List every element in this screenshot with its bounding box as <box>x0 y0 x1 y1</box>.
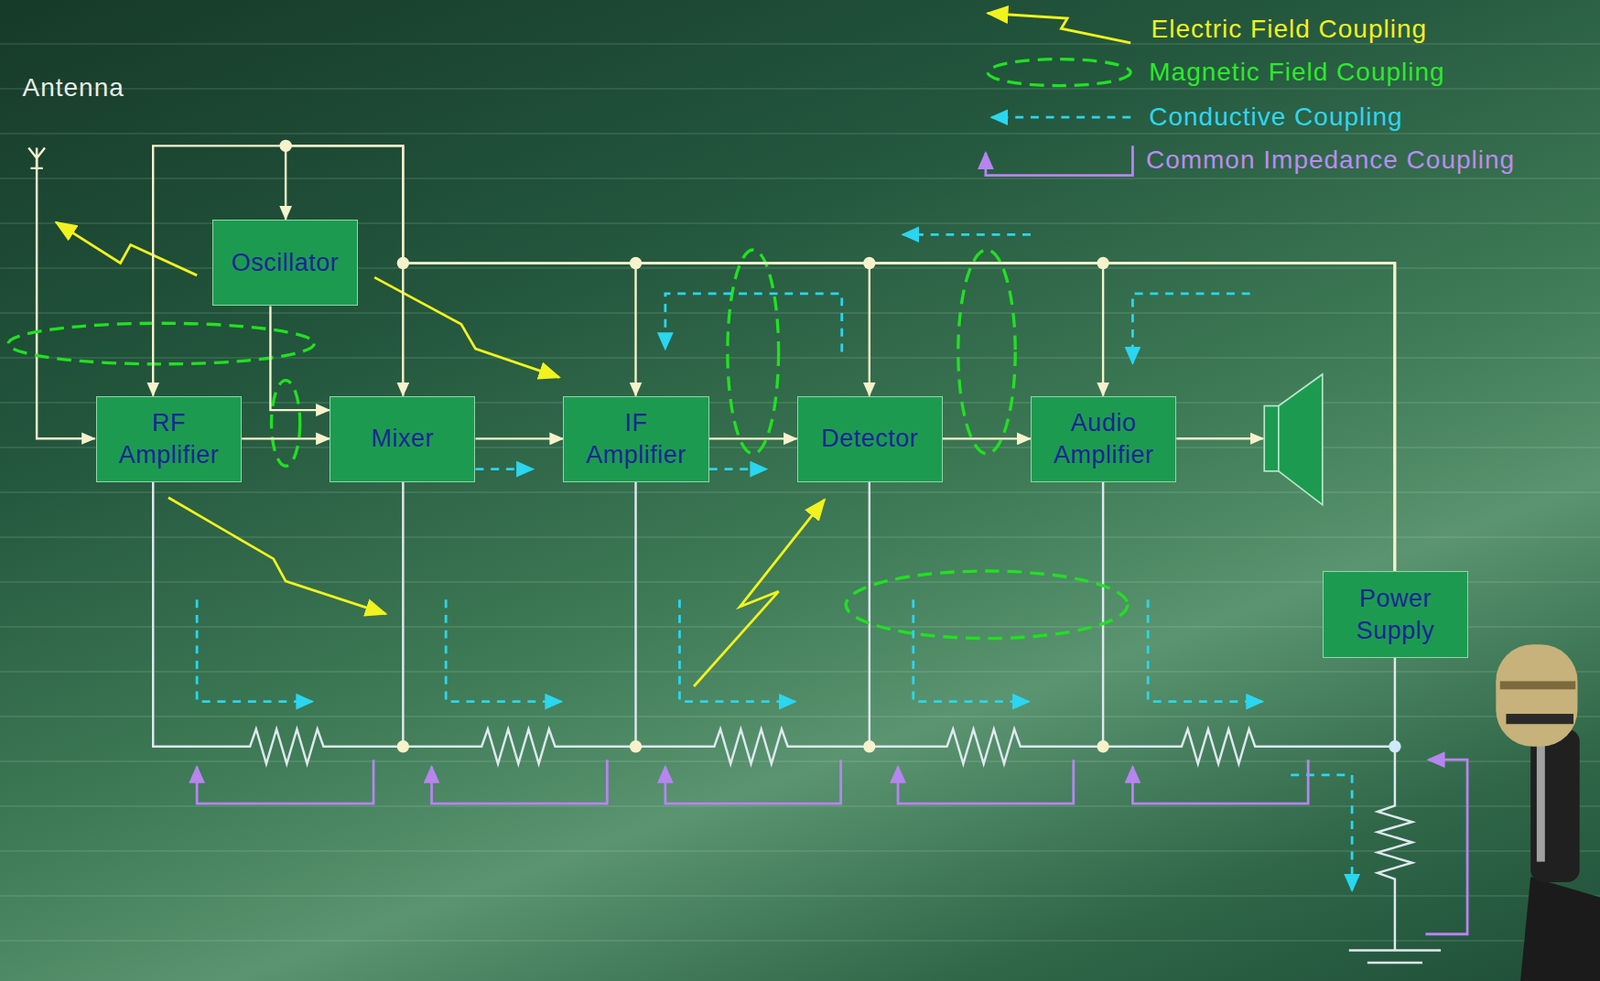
magnetic-loop <box>727 249 779 455</box>
impedance-bracket <box>1132 759 1309 804</box>
signal-connector <box>285 145 1395 572</box>
signal-connector <box>709 437 798 440</box>
ground-symbol <box>1349 951 1441 963</box>
conductive-arrow <box>913 599 1029 702</box>
mic-highlight <box>1536 739 1546 863</box>
block-label: Detector <box>821 422 919 455</box>
legend-sample <box>992 116 1132 119</box>
speaker-symbol <box>1264 374 1323 506</box>
impedance-bracket <box>432 759 608 804</box>
signal-connector <box>869 263 1395 573</box>
speaker-wire <box>1176 437 1264 440</box>
block-label: Oscillator <box>231 247 340 280</box>
electric-bolt <box>168 497 386 615</box>
legend-sample <box>985 145 1134 175</box>
antenna-wire <box>36 158 96 439</box>
block-label: Audio Amplifier <box>1043 407 1164 472</box>
conductive-arrow <box>1132 293 1250 364</box>
signal-connector <box>241 437 330 440</box>
mic-body <box>1530 729 1580 883</box>
junction-dot <box>1096 740 1109 753</box>
electric-bolt <box>55 222 197 276</box>
mic-band <box>1500 681 1576 690</box>
conductive-arrow <box>1147 599 1263 702</box>
magnetic-loop <box>271 380 301 467</box>
block-box: Power Supply <box>1322 571 1469 659</box>
block-label: Power Supply <box>1335 583 1456 648</box>
block-label: RF Amplifier <box>108 407 229 472</box>
ground-wire <box>402 482 1103 747</box>
conductive-arrow <box>196 599 313 702</box>
mic-head <box>1495 644 1578 746</box>
magnetic-loop <box>845 571 1128 639</box>
magnetic-loop <box>958 249 1016 455</box>
block-box: Mixer <box>329 396 476 484</box>
legend-text: Conductive Coupling <box>1148 102 1403 132</box>
electric-coupling <box>55 12 1131 686</box>
block-box: Detector <box>797 396 943 484</box>
block-box: Oscillator <box>212 219 358 307</box>
ground-wiring <box>152 482 1441 963</box>
legend-sample <box>987 59 1131 87</box>
impedance-bracket <box>897 759 1074 804</box>
conductive-arrow <box>1290 775 1352 891</box>
signal-connector <box>270 305 330 411</box>
ground-resistor <box>1377 658 1413 952</box>
impedance-bracket <box>665 759 842 804</box>
junction-dot <box>1388 740 1401 753</box>
impedance-bracket <box>196 759 374 804</box>
mic-stand <box>1520 876 1600 981</box>
signal-connector <box>475 437 564 440</box>
legend-text: Magnetic Field Coupling <box>1148 57 1445 87</box>
block-label: IF Amplifier <box>575 407 696 472</box>
signal-connector <box>636 263 1395 573</box>
conductive-arrow <box>445 599 562 702</box>
conductive-arrow <box>679 599 795 702</box>
junction-dot <box>629 740 642 753</box>
signal-connector <box>152 145 1395 572</box>
conductive-arrow <box>903 233 1031 237</box>
legend-text: Electric Field Coupling <box>1150 14 1428 44</box>
speaker-cone <box>1278 374 1323 506</box>
part-label: Antenna <box>22 73 125 103</box>
conductive-arrow <box>665 293 843 353</box>
junction-dot <box>863 740 876 753</box>
ground-bus <box>152 482 1395 765</box>
block-box: IF Amplifier <box>562 396 709 484</box>
block-label: Mixer <box>371 422 435 455</box>
impedance-bracket <box>1425 759 1468 935</box>
signal-connector <box>402 263 1395 573</box>
electric-bolt <box>693 499 825 687</box>
impedance-coupling <box>196 145 1468 934</box>
magnetic-loop <box>8 323 314 365</box>
conductive-arrow <box>709 467 767 471</box>
junction-dot <box>397 740 410 753</box>
mic-band <box>1505 713 1574 725</box>
microphone-picture <box>1495 644 1600 981</box>
speaker-magnet <box>1264 406 1279 472</box>
legend-text: Common Impedance Coupling <box>1145 145 1515 175</box>
signal-connector <box>942 437 1031 440</box>
junction-dots <box>279 140 1401 754</box>
conductive-coupling <box>196 117 1352 891</box>
block-box: Audio Amplifier <box>1030 396 1177 484</box>
block-box: RF Amplifier <box>96 396 242 484</box>
signal-wiring <box>28 148 1264 440</box>
conductive-arrow <box>475 467 532 471</box>
legend-sample <box>987 12 1131 43</box>
